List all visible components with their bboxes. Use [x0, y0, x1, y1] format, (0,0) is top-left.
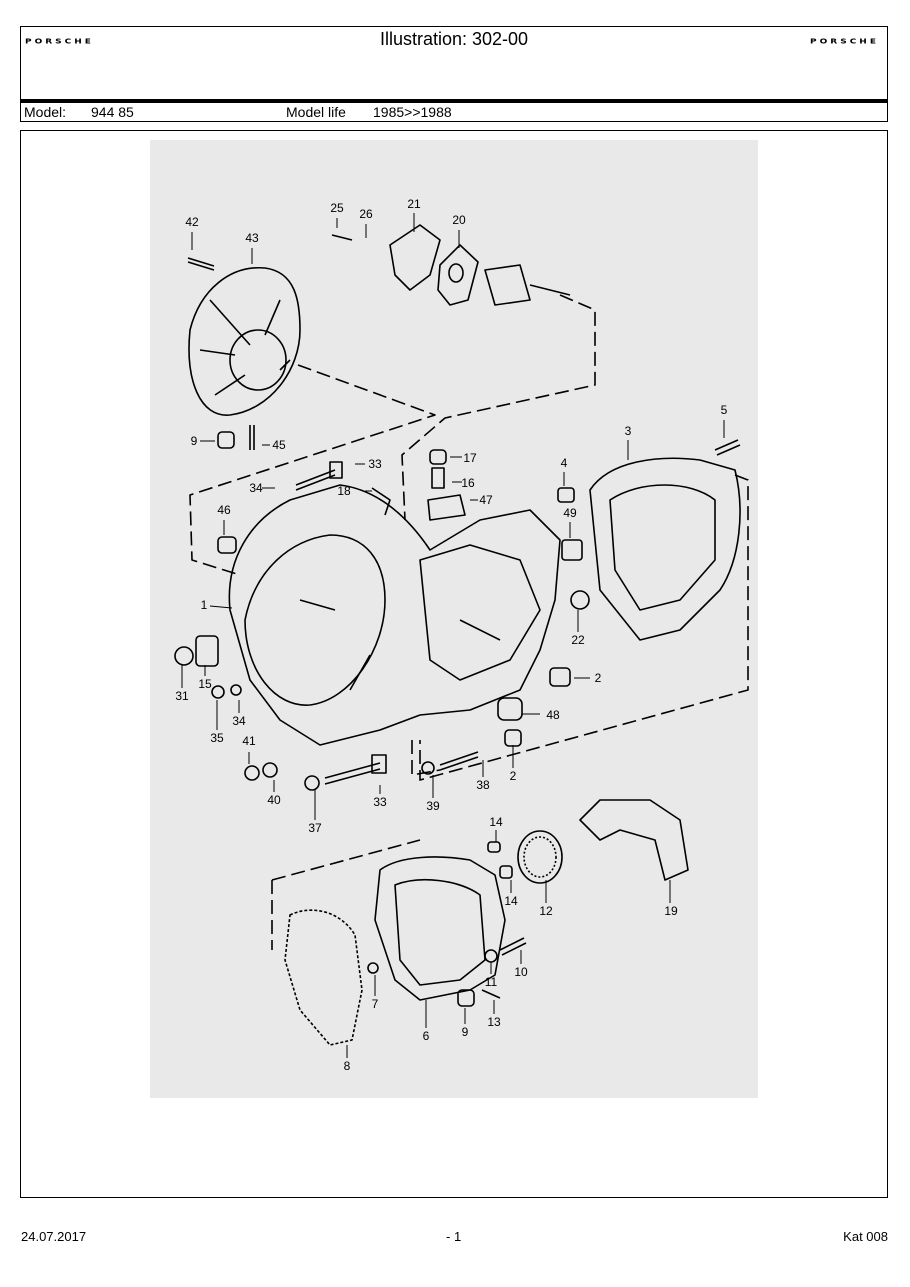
callout-37: 37 [308, 821, 322, 835]
callout-48: 48 [546, 708, 560, 722]
callout-40: 40 [267, 793, 281, 807]
callout-5: 5 [721, 403, 728, 417]
callout-41: 41 [242, 734, 256, 748]
callout-9: 9 [191, 434, 198, 448]
callout-22: 22 [571, 633, 585, 647]
callout-34: 34 [249, 481, 263, 495]
part-callouts: 1 2 2 3 4 5 6 7 8 9 9 10 11 12 13 14 14 … [175, 197, 727, 1073]
model-label: Model: [24, 104, 67, 120]
callout-1: 1 [201, 598, 208, 612]
callout-10: 10 [514, 965, 528, 979]
callout-4: 4 [561, 456, 568, 470]
callout-18: 18 [337, 484, 351, 498]
callout-20: 20 [452, 213, 466, 227]
model-life-label: Model life [286, 104, 346, 120]
callout-9b: 9 [462, 1025, 469, 1039]
callout-3: 3 [625, 424, 632, 438]
callout-8: 8 [344, 1059, 351, 1073]
footer-catalog: Kat 008 [843, 1229, 888, 1244]
callout-19: 19 [664, 904, 678, 918]
callout-17: 17 [463, 451, 477, 465]
model-value: 944 85 [91, 104, 134, 120]
porsche-logo-right: PORSCHE [810, 38, 879, 46]
callout-26: 26 [359, 207, 373, 221]
callout-38: 38 [476, 778, 490, 792]
exploded-parts-diagram: 1 2 2 3 4 5 6 7 8 9 9 10 11 12 13 14 14 … [150, 140, 758, 1098]
callout-2: 2 [595, 671, 602, 685]
header-box: PORSCHE Illustration: 302-00 PORSCHE [20, 26, 888, 100]
callout-39: 39 [426, 799, 440, 813]
callout-25: 25 [330, 201, 344, 215]
callout-6: 6 [423, 1029, 430, 1043]
footer-page-number: - 1 [446, 1229, 462, 1244]
callout-12: 12 [539, 904, 553, 918]
callout-2b: 2 [510, 769, 517, 783]
porsche-logo-left: PORSCHE [25, 38, 94, 46]
model-bar: Model: 944 85 Model life 1985>>1988 [20, 100, 888, 122]
callout-33b: 33 [373, 795, 387, 809]
callout-14: 14 [489, 815, 503, 829]
model-life-value: 1985>>1988 [373, 104, 452, 120]
callout-14b: 14 [504, 894, 518, 908]
callout-49: 49 [563, 506, 577, 520]
illustration-title: Illustration: 302-00 [379, 29, 529, 49]
callout-43: 43 [245, 231, 259, 245]
callout-16: 16 [461, 476, 475, 490]
callout-47: 47 [479, 493, 493, 507]
callout-7: 7 [372, 997, 379, 1011]
callout-45: 45 [272, 438, 286, 452]
illustration-frame [20, 130, 888, 1198]
callout-21: 21 [407, 197, 421, 211]
footer-date: 24.07.2017 [21, 1229, 87, 1244]
callout-13: 13 [487, 1015, 501, 1029]
callout-33: 33 [368, 457, 382, 471]
callout-35: 35 [210, 731, 224, 745]
callout-34b: 34 [232, 714, 246, 728]
callout-42: 42 [185, 215, 199, 229]
callout-15: 15 [198, 677, 212, 691]
callout-46: 46 [217, 503, 231, 517]
callout-31: 31 [175, 689, 189, 703]
callout-11: 11 [485, 975, 498, 989]
